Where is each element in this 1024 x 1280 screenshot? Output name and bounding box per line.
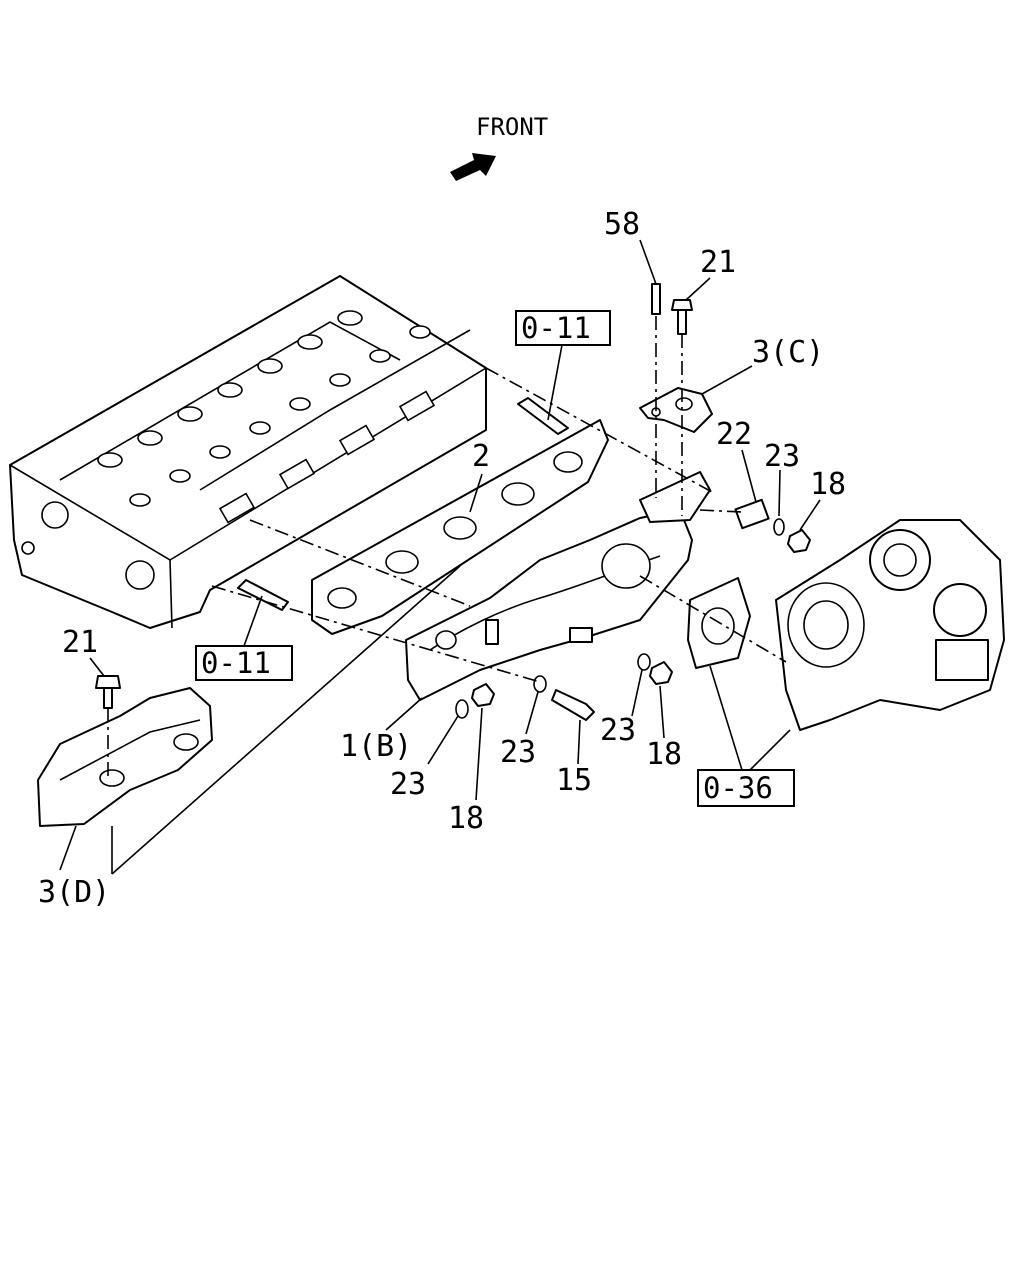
callout-18-c: 18: [646, 737, 682, 772]
reference-box-turbo: 0-36: [697, 769, 795, 807]
turbocharger: [775, 519, 1005, 731]
nut-18-c: [649, 661, 673, 685]
callout-15: 15: [556, 763, 592, 798]
stud-top: [517, 397, 569, 435]
nut-18-a: [471, 683, 495, 707]
svg-text:0-11: 0-11: [521, 311, 591, 345]
callout-3d: 3(D): [38, 875, 110, 910]
callout-1b: 1(B): [340, 729, 412, 764]
heat-shield-upper: [639, 387, 713, 433]
heat-shield-lower: [37, 687, 213, 827]
reference-box-left: 0-11: [195, 645, 293, 681]
washer-23-a: [455, 699, 469, 719]
callout-18-a: 18: [448, 801, 484, 836]
callout-2: 2: [472, 439, 490, 474]
exhaust-manifold: [405, 471, 711, 701]
callout-21-top: 21: [700, 245, 736, 280]
nut-18-right: [787, 529, 811, 553]
bolt-21-left: [95, 675, 121, 709]
callout-23-right: 23: [764, 439, 800, 474]
leader-lines: [59, 239, 821, 875]
alignment-lines: [107, 316, 787, 776]
spacer-22: [734, 498, 770, 530]
callout-58: 58: [604, 207, 640, 242]
svg-text:0-11: 0-11: [201, 646, 271, 680]
callout-23-b: 23: [500, 735, 536, 770]
svg-text:0-36: 0-36: [703, 771, 773, 805]
stud-58: [651, 283, 661, 315]
washer-23-b: [533, 675, 547, 693]
bolt-21-top: [671, 299, 693, 335]
callout-23-c: 23: [600, 713, 636, 748]
callout-22: 22: [716, 417, 752, 452]
reference-box-top: 0-11: [515, 310, 611, 346]
manifold-gasket: [311, 419, 609, 635]
front-arrow-icon: [450, 153, 496, 181]
callout-23-a: 23: [390, 767, 426, 802]
callout-18-right: 18: [810, 467, 846, 502]
callout-21-left: 21: [62, 625, 98, 660]
washer-23-c: [637, 653, 651, 671]
cylinder-head: [9, 275, 487, 629]
washer-23-right: [773, 518, 785, 536]
bolt-15: [551, 689, 595, 721]
front-label: FRONT: [476, 113, 548, 141]
callout-3c: 3(C): [752, 335, 824, 370]
